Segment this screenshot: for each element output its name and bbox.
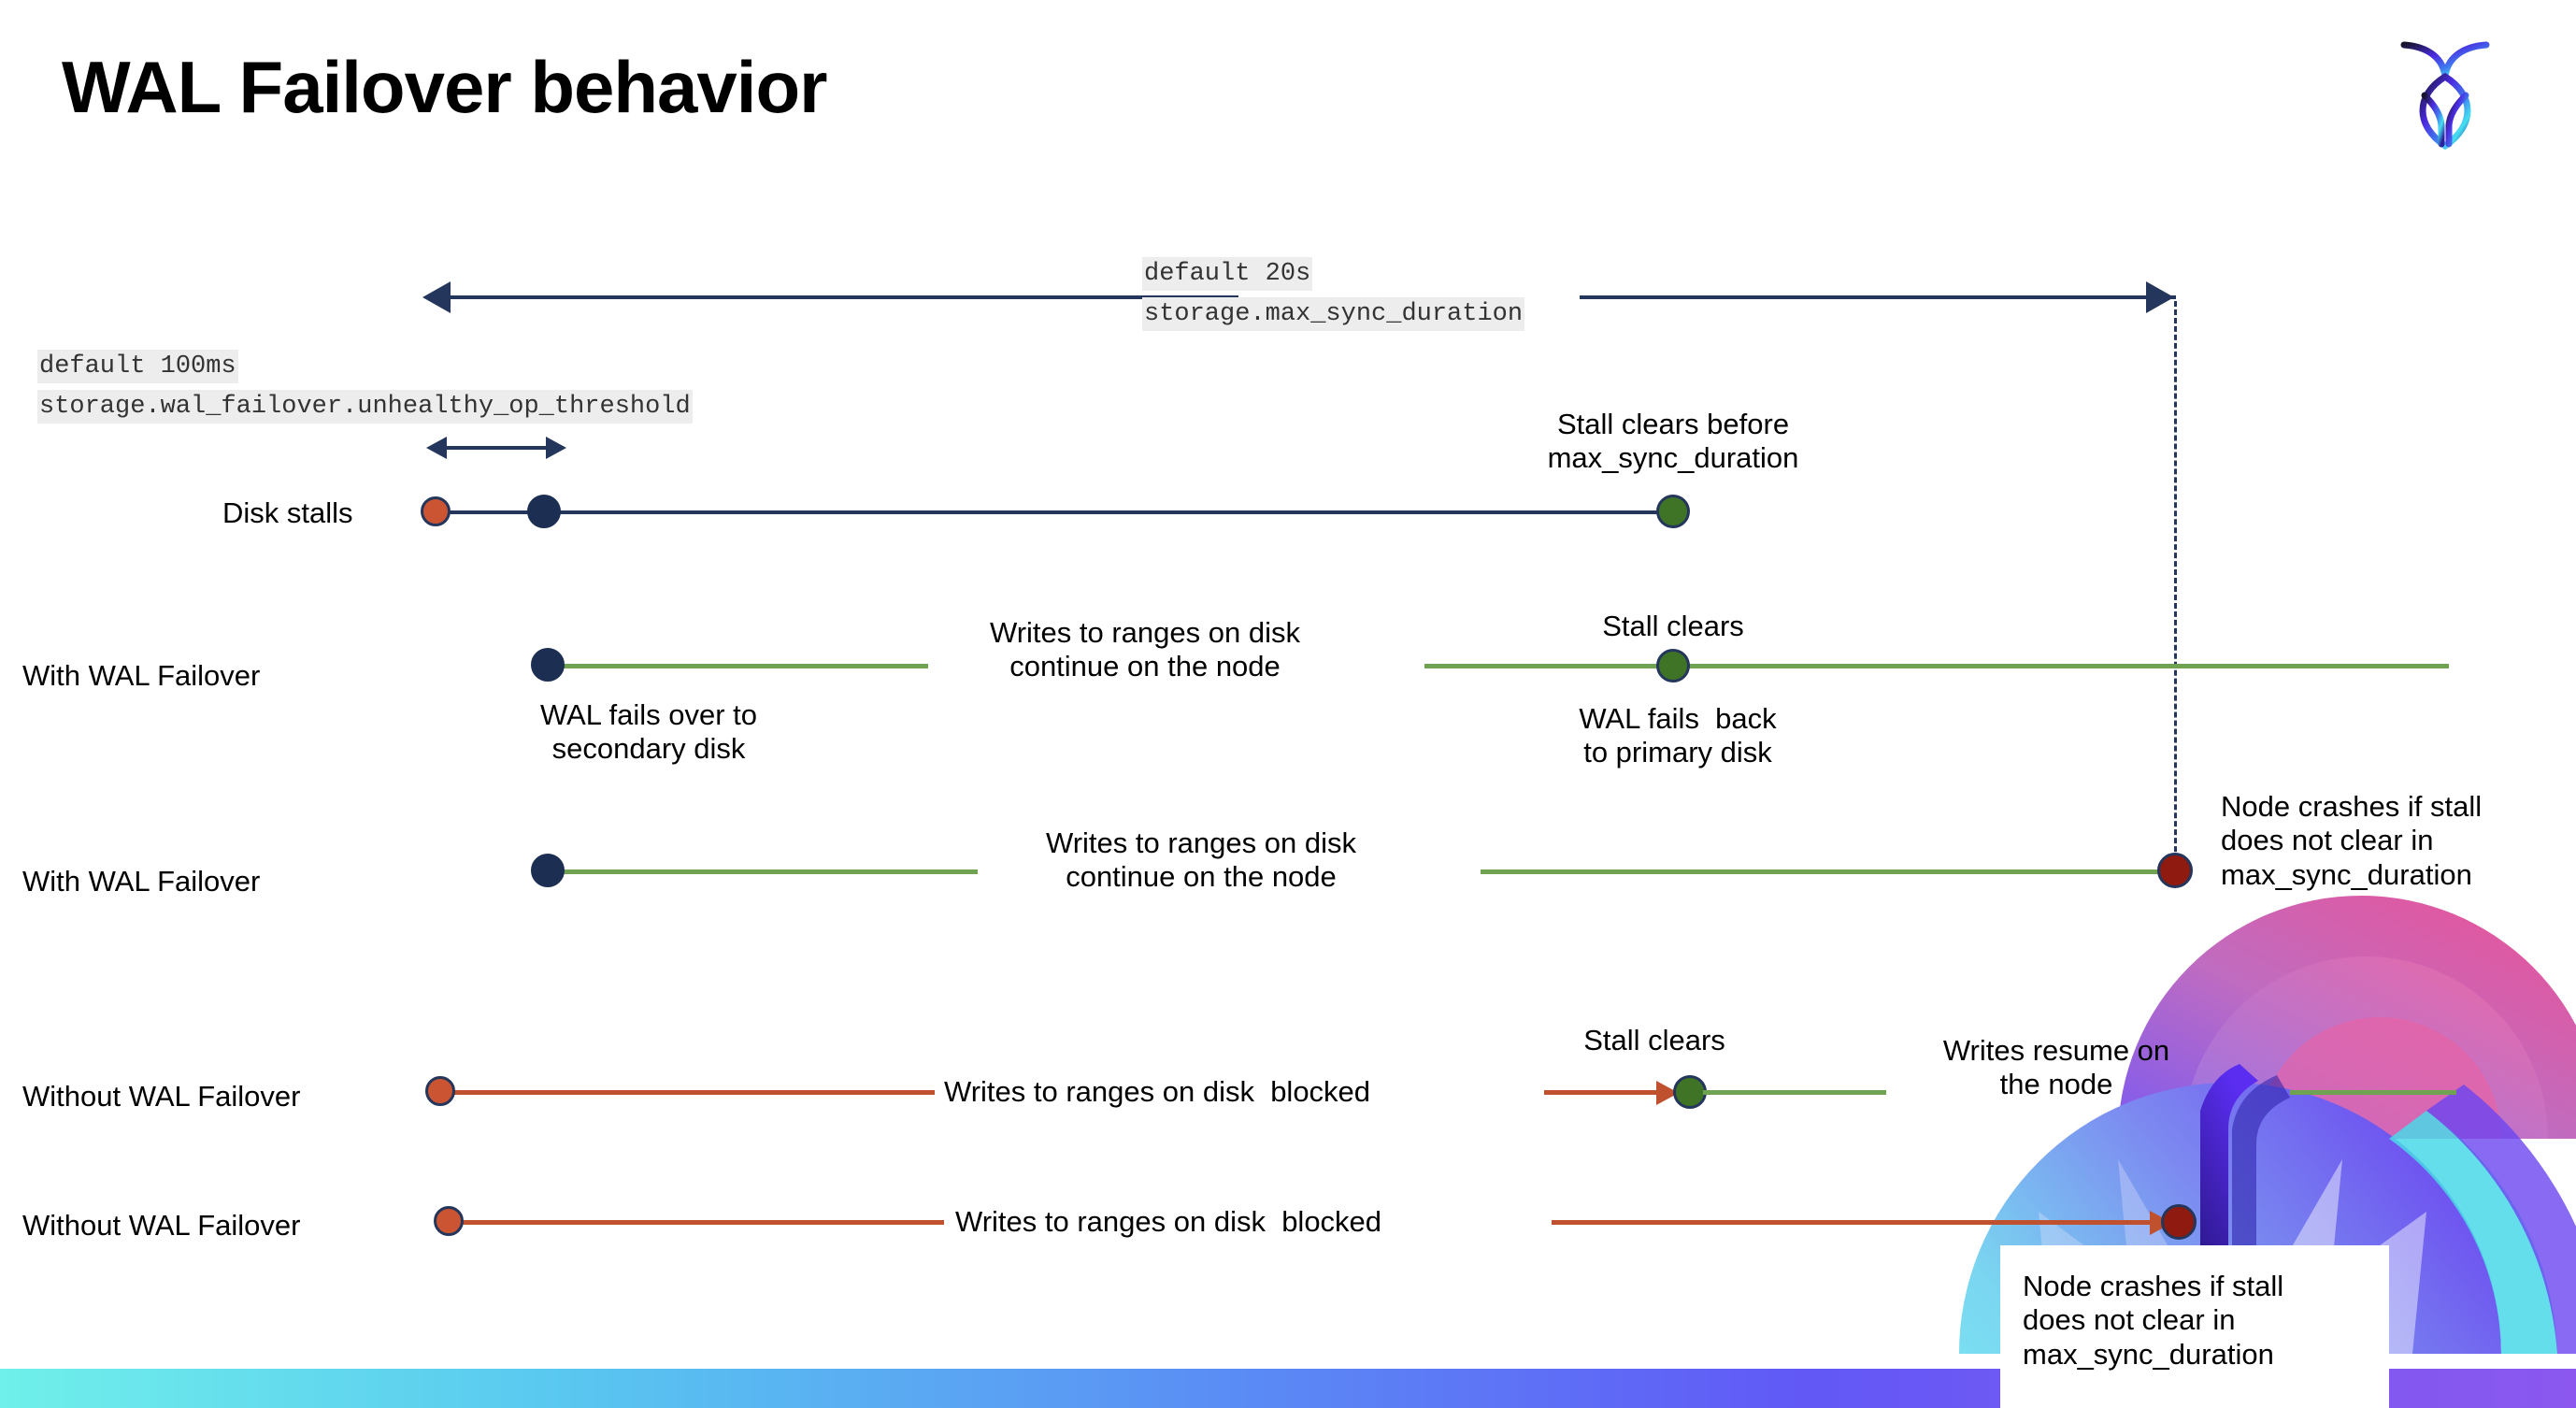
max-sync-duration-default-chip: default 20s	[1142, 257, 1313, 292]
wal-failover-clears-start-note: WAL fails over to secondary disk	[539, 698, 757, 766]
unhealthy-op-threshold-default-chip: default 100ms	[37, 350, 238, 384]
wal-failover-crash-note: Node crashes if stall does not clear in …	[2221, 790, 2483, 891]
unhealthy-op-threshold-arrowhead-left-icon	[426, 437, 447, 459]
without-wal-clears-blocked-segment-1	[449, 1090, 935, 1095]
row-label-disk-stalls: Disk stalls	[222, 496, 353, 529]
without-wal-crash-blocked-note: Writes to ranges on disk blocked	[955, 1205, 1382, 1238]
wal-failover-crash-segment-2	[1481, 869, 2172, 874]
without-wal-crash-start-dot	[434, 1206, 464, 1236]
wal-failover-clears-after-note: WAL fails back to primary disk	[1579, 702, 1777, 769]
wal-failover-clears-clear-dot	[1656, 649, 1690, 682]
max-sync-duration-arrow-right-segment	[1580, 295, 2176, 299]
max-sync-duration-arrowhead-right-icon	[2146, 281, 2174, 313]
unhealthy-op-threshold-arrowhead-right-icon	[546, 437, 566, 459]
wal-failover-crash-segment-1	[550, 869, 978, 874]
wal-failover-clears-segment-1	[550, 664, 928, 668]
without-wal-clears-blocked-note: Writes to ranges on disk blocked	[944, 1075, 1371, 1108]
disk-stalls-clear-annotation: Stall clears before max_sync_duration	[1547, 408, 1799, 475]
without-wal-clears-resume-segment-1	[1703, 1090, 1886, 1095]
wal-failover-clears-segment-2	[1424, 664, 2449, 668]
without-wal-crash-blocked-segment-2	[1552, 1220, 2163, 1225]
row-label-without-wal-failover-crash: Without WAL Failover	[22, 1209, 301, 1242]
disk-stalls-start-dot	[421, 496, 451, 526]
max-sync-duration-arrowhead-left-icon	[422, 281, 451, 313]
without-wal-clears-resume-segment-2	[2290, 1090, 2456, 1095]
without-wal-clears-after-note: Writes resume on the node	[1942, 1034, 2170, 1101]
unhealthy-op-threshold-arrow-line	[441, 446, 550, 450]
wal-failover-crash-mid-note: Writes to ranges on disk continue on the…	[1046, 826, 1356, 894]
wal-failover-clears-start-dot	[531, 648, 565, 682]
wal-failover-clears-mid-note: Writes to ranges on disk continue on the…	[990, 616, 1300, 683]
disk-stalls-failover-dot	[527, 495, 561, 528]
max-sync-duration-dashed-guide	[2174, 301, 2177, 877]
page-title: WAL Failover behavior	[62, 46, 827, 128]
without-wal-crash-blocked-segment-1	[458, 1220, 944, 1225]
without-wal-crash-end-dot	[2161, 1204, 2197, 1240]
cockroachdb-logo-icon	[2389, 28, 2501, 154]
without-wal-clears-clear-note: Stall clears	[1583, 1024, 1725, 1056]
row-label-with-wal-failover-crash: With WAL Failover	[22, 865, 261, 898]
row-label-with-wal-failover-clears: With WAL Failover	[22, 659, 261, 692]
without-wal-clears-start-dot	[425, 1076, 455, 1106]
without-wal-crash-callout	[2000, 1245, 2389, 1408]
wal-failover-crash-end-dot	[2157, 853, 2193, 888]
wal-failover-crash-start-dot	[531, 854, 565, 887]
wal-failover-clears-clear-note: Stall clears	[1602, 610, 1744, 642]
max-sync-duration-setting-chip: storage.max_sync_duration	[1142, 297, 1525, 332]
row-label-without-wal-failover-clears: Without WAL Failover	[22, 1080, 301, 1113]
without-wal-clears-clear-dot	[1673, 1075, 1707, 1109]
without-wal-clears-blocked-segment-2	[1544, 1090, 1664, 1095]
disk-stalls-timeline	[437, 510, 1673, 514]
disk-stalls-clear-dot	[1656, 495, 1690, 528]
unhealthy-op-threshold-setting-chip: storage.wal_failover.unhealthy_op_thresh…	[37, 390, 693, 424]
without-wal-crash-note: Node crashes if stall does not clear in …	[2023, 1270, 2284, 1371]
max-sync-duration-arrow-left-segment	[439, 295, 1238, 299]
